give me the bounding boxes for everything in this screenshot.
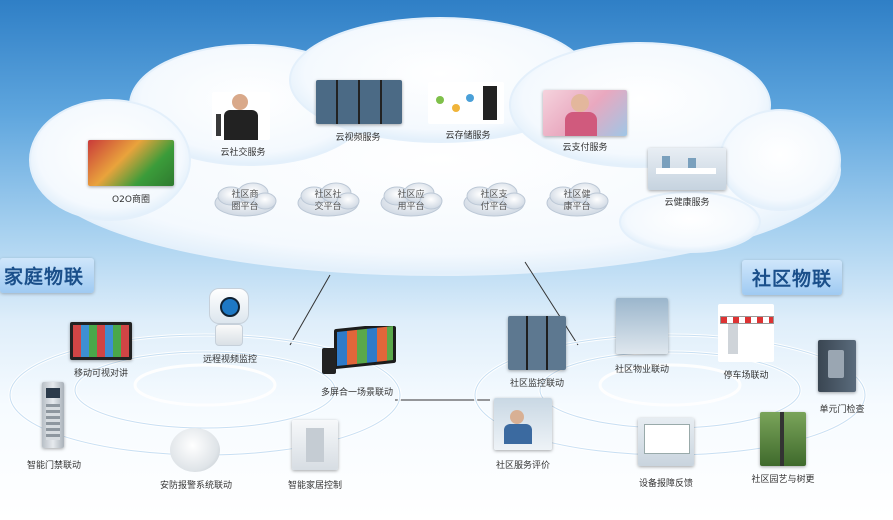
platform-pay: 社区支付平台	[480, 190, 508, 212]
property-label: 社区物业联动	[614, 365, 670, 375]
intercom-tablet-image	[70, 322, 132, 360]
homectl-label: 智能家居控制	[287, 481, 343, 491]
alarm-label: 安防报警系统联动	[159, 481, 233, 491]
platform-cloud-5	[546, 182, 609, 217]
monitor-wall-image	[508, 316, 566, 370]
platform-cloud-2	[297, 182, 360, 217]
unit-door-image	[818, 340, 856, 392]
door-label: 智能门禁联动	[26, 461, 82, 471]
o2o-label: O2O商圈	[112, 195, 150, 205]
home-control-panel-image	[292, 420, 338, 470]
social-label: 云社交服务	[220, 148, 266, 158]
social-person-image	[212, 92, 270, 140]
platform-cloud-4	[463, 182, 526, 217]
parking-image	[718, 304, 774, 362]
storage-image	[428, 82, 504, 124]
parking-label: 停车场联动	[723, 371, 769, 381]
service-review-image	[494, 398, 552, 450]
storage-label: 云存储服务	[445, 131, 491, 141]
video-label: 云视频服务	[335, 133, 381, 143]
repair-image	[638, 418, 694, 466]
platform-apps: 社区应用平台	[397, 190, 425, 212]
property-image	[616, 298, 668, 354]
unitdoor-label: 单元门检查	[819, 405, 865, 415]
monitor-label: 社区监控联动	[509, 379, 565, 389]
multiscreen-label: 多屏合一场景联动	[320, 388, 394, 398]
home-iot-banner: 家庭物联	[0, 258, 95, 293]
review-label: 社区服务评价	[495, 461, 551, 471]
door-panel-image	[42, 382, 64, 448]
health-label: 云健康服务	[664, 198, 710, 208]
repair-label: 设备报障反馈	[638, 479, 694, 489]
video-wall-image	[316, 80, 402, 124]
pay-label: 云支付服务	[562, 143, 608, 153]
platform-clouds	[214, 182, 609, 217]
platform-shopping: 社区商圈平台	[231, 190, 259, 212]
platform-cloud-1	[214, 182, 277, 217]
garden-image	[760, 412, 806, 466]
alarm-detector-image	[170, 428, 220, 472]
health-image	[648, 148, 726, 190]
platform-cloud-3	[380, 182, 443, 217]
pay-image	[543, 90, 627, 136]
platform-health: 社区健康平台	[563, 190, 591, 212]
intercom-label: 移动可视对讲	[73, 369, 129, 379]
community-iot-banner: 社区物联	[742, 260, 843, 295]
camera-label: 远程视频监控	[202, 355, 258, 365]
camera-image	[205, 288, 251, 346]
platform-social: 社区社交平台	[314, 190, 342, 212]
green-label: 社区园艺与树更	[751, 475, 815, 485]
o2o-image	[88, 140, 174, 186]
multiscreen-image	[322, 326, 396, 374]
